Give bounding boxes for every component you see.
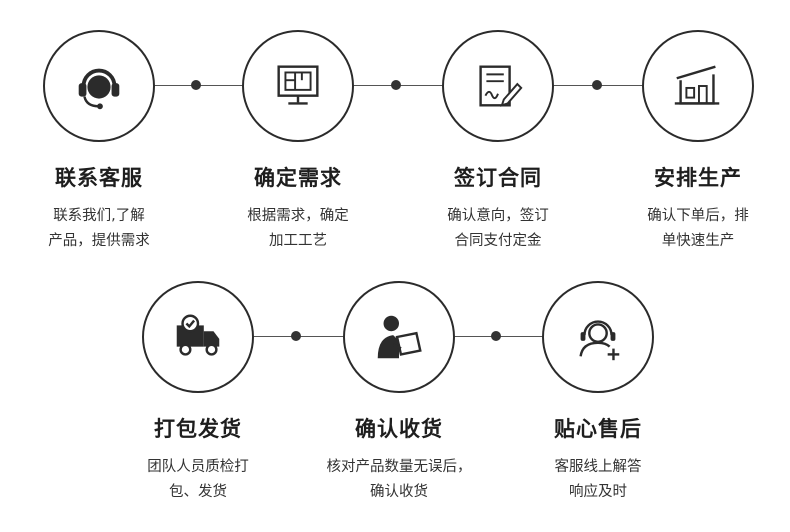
step-circle <box>542 281 654 393</box>
step-after-sales: 贴心售后 客服线上解答 响应及时 <box>523 281 673 505</box>
step-description-line: 确认收货 <box>370 484 428 500</box>
step-description: 核对产品数量无误后， 确认收货 <box>323 455 475 505</box>
step-description: 确认下单后，排 单快速生产 <box>623 204 773 254</box>
step-description: 联系我们,了解 产品，提供需求 <box>24 204 174 254</box>
step-circle <box>142 281 254 393</box>
step-title: 确定需求 <box>254 166 342 190</box>
step-title: 安排生产 <box>654 166 742 190</box>
contract-sign-icon <box>479 65 523 107</box>
step-description-line: 联系我们,了解 <box>53 208 145 224</box>
connector-dot-6-7 <box>491 331 501 341</box>
step-arrange-production: 安排生产 确认下单后，排 单快速生产 <box>623 30 773 254</box>
step-circle <box>43 30 155 142</box>
step-description-line: 团队人员质检打 <box>147 459 249 475</box>
step-sign-contract: 签订合同 确认意向，签订 合同支付定金 <box>423 30 573 254</box>
step-description-line: 加工工艺 <box>269 233 327 249</box>
headset-icon <box>78 68 120 110</box>
step-description-line: 包、发货 <box>169 484 227 500</box>
step-title: 打包发货 <box>154 417 242 441</box>
step-confirm-receipt: 确认收货 核对产品数量无误后， 确认收货 <box>323 281 475 505</box>
step-circle <box>442 30 554 142</box>
step-title: 贴心售后 <box>554 417 642 441</box>
connector-dot-1-2 <box>191 80 201 90</box>
support-agent-icon <box>579 320 620 361</box>
blueprint-monitor-icon <box>277 65 319 105</box>
step-pack-ship: 打包发货 团队人员质检打 包、发货 <box>123 281 273 505</box>
connector-dot-2-3 <box>391 80 401 90</box>
step-confirm-requirements: 确定需求 根据需求，确定 加工工艺 <box>223 30 373 254</box>
delivery-truck-icon <box>176 314 220 356</box>
step-contact-service: 联系客服 联系我们,了解 产品，提供需求 <box>24 30 174 254</box>
step-circle <box>642 30 754 142</box>
step-description-line: 响应及时 <box>569 484 627 500</box>
step-description-line: 单快速生产 <box>661 233 735 249</box>
factory-icon <box>674 65 720 105</box>
person-clipboard-icon <box>377 315 422 359</box>
step-description-line: 确认意向，签订 <box>447 208 549 224</box>
step-circle <box>343 281 455 393</box>
step-circle <box>242 30 354 142</box>
step-title: 联系客服 <box>55 166 143 190</box>
step-description: 客服线上解答 响应及时 <box>523 455 673 505</box>
step-description: 根据需求，确定 加工工艺 <box>223 204 373 254</box>
connector-dot-5-6 <box>291 331 301 341</box>
step-description: 团队人员质检打 包、发货 <box>123 455 273 505</box>
step-description-line: 客服线上解答 <box>554 459 642 475</box>
step-description: 确认意向，签订 合同支付定金 <box>423 204 573 254</box>
connector-dot-3-4 <box>592 80 602 90</box>
step-description-line: 确认下单后，排 <box>647 208 749 224</box>
step-description-line: 核对产品数量无误后， <box>326 459 472 475</box>
step-description-line: 根据需求，确定 <box>247 208 349 224</box>
connector-line-3-4 <box>552 85 664 86</box>
step-title: 签订合同 <box>454 166 542 190</box>
step-description-line: 产品，提供需求 <box>48 233 150 249</box>
step-description-line: 合同支付定金 <box>454 233 542 249</box>
step-title: 确认收货 <box>355 417 443 441</box>
